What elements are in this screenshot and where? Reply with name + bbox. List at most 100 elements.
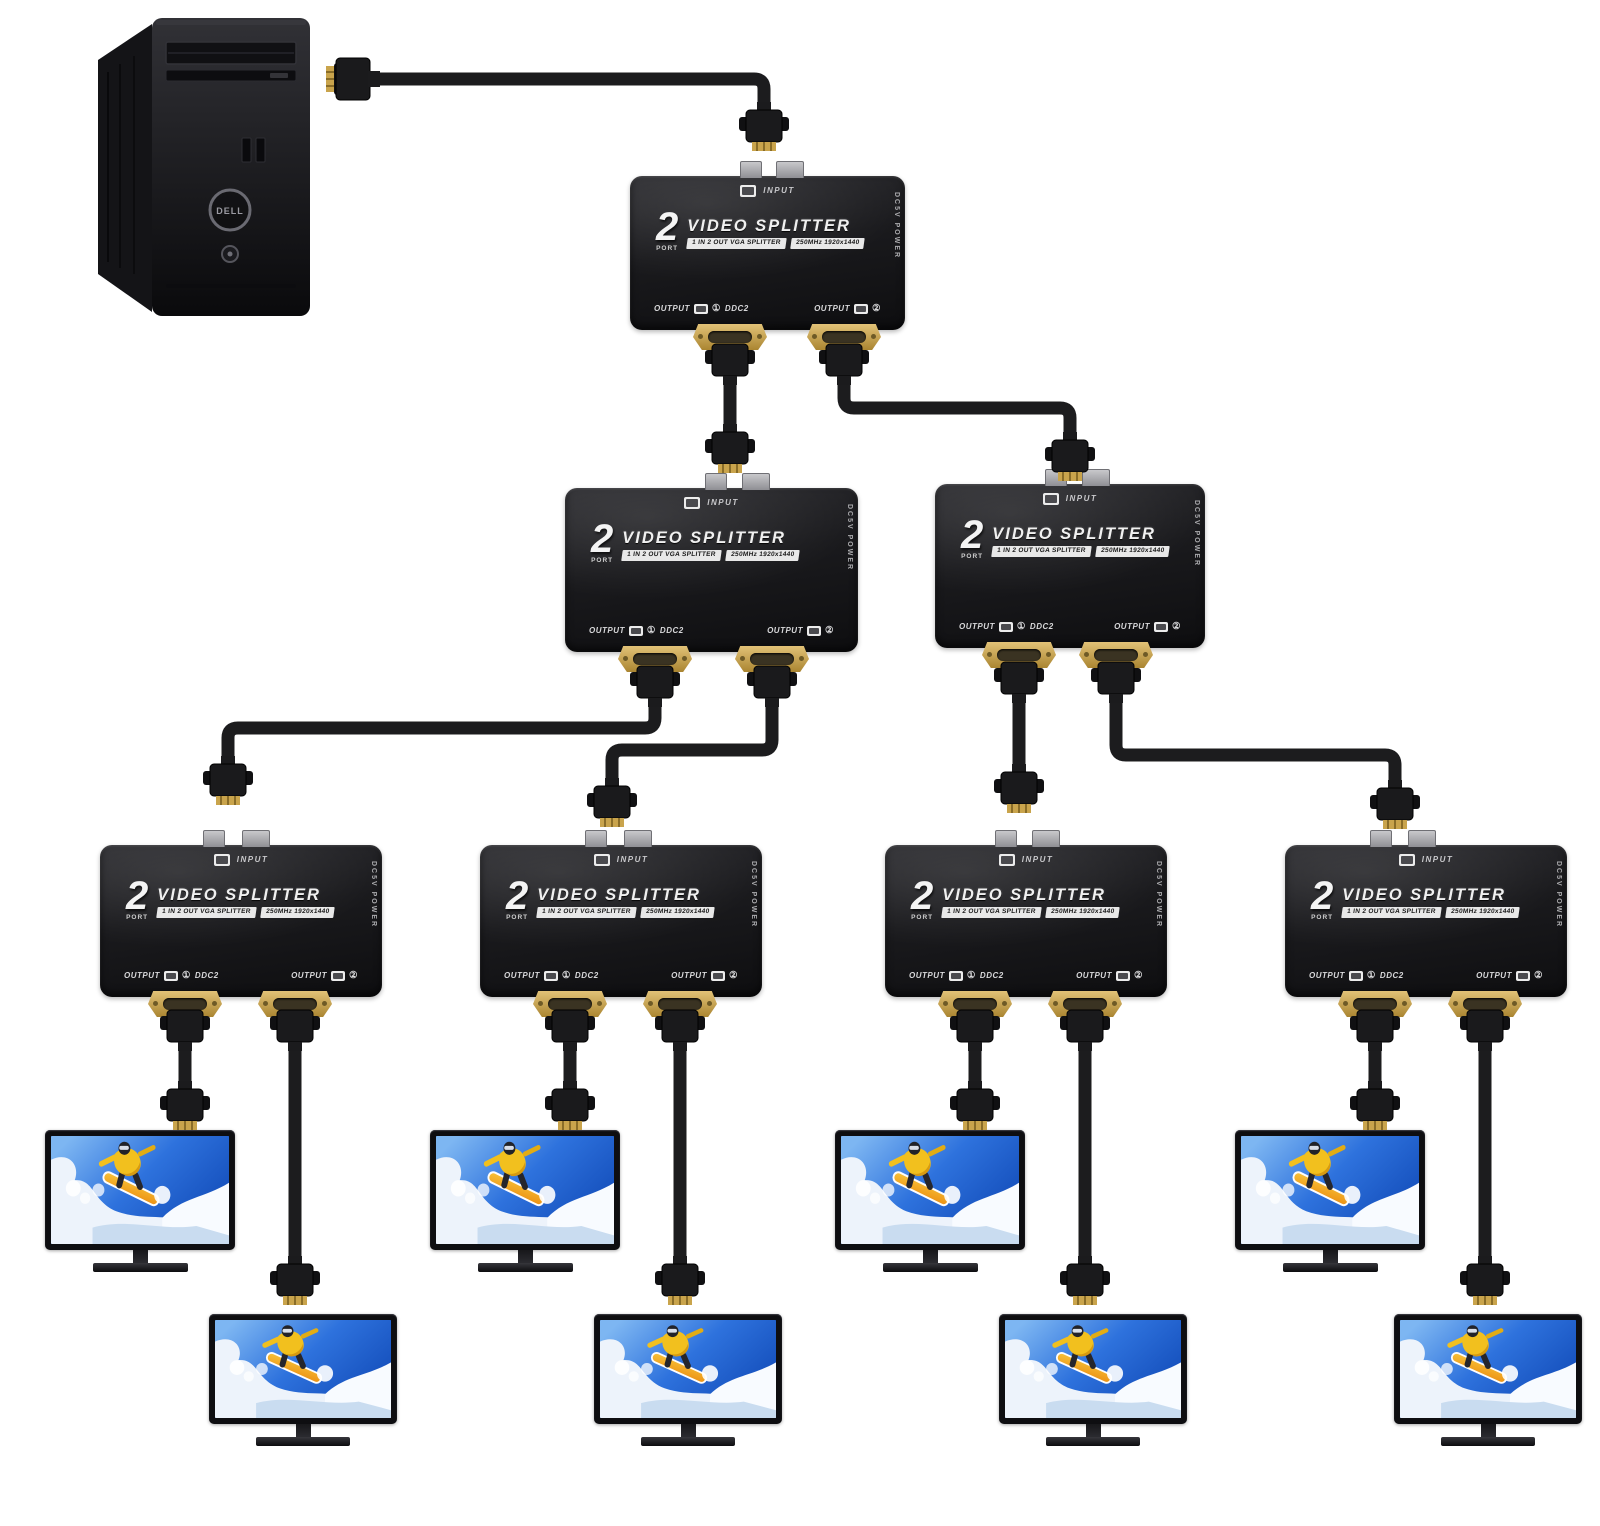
splitter-subtitle-left: 1 IN 2 OUT VGA SPLITTER (621, 549, 722, 560)
ddc-label: DDC2 (574, 971, 599, 980)
monitor-screen (1400, 1320, 1576, 1418)
monitor-screen (215, 1320, 391, 1418)
port-count-badge: 2 (911, 874, 934, 918)
vga-output-port-2 (1079, 642, 1153, 668)
splitter-title: VIDEO SPLITTER (537, 886, 701, 904)
output1-label: OUTPUT (504, 971, 540, 980)
vga-port (1032, 830, 1060, 847)
vga-output-port-2 (643, 991, 717, 1017)
vga-output-port-2 (735, 646, 809, 672)
output1-label: OUTPUT (654, 304, 690, 313)
output1-number: ① (966, 970, 976, 982)
port-count-suffix: PORT (961, 553, 984, 560)
monitor-icon (1042, 493, 1059, 505)
monitor-icon (163, 971, 178, 981)
splitter-subtitle-right: 250MHz 1920x1440 (1095, 545, 1171, 556)
monitor-icon (1398, 854, 1415, 866)
splitter-subtitle-right: 250MHz 1920x1440 (1045, 906, 1121, 917)
output2-label-group: OUTPUT ② (767, 626, 834, 636)
input-label: INPUT (1065, 494, 1098, 503)
monitor-icon (543, 971, 558, 981)
monitor-bezel (999, 1314, 1187, 1424)
vga-cable (221, 705, 662, 756)
monitor-screen (436, 1136, 614, 1244)
video-splitter: INPUT 2 PORT VIDEO SPLITTER 1 IN 2 OUT V… (885, 830, 1167, 1017)
port-count-suffix: PORT (1311, 914, 1334, 921)
output1-number: ① (711, 303, 721, 315)
output2-label-group: OUTPUT ② (1076, 971, 1143, 981)
output1-label-group: OUTPUT ① DDC2 (959, 622, 1054, 632)
vga-port (776, 161, 804, 178)
power-label: DC5V POWER (893, 192, 900, 260)
vga-cable (605, 705, 779, 778)
output2-number: ② (1133, 970, 1143, 982)
output1-label-group: OUTPUT ① DDC2 (589, 626, 684, 636)
splitter-subtitle-right: 250MHz 1920x1440 (725, 549, 801, 560)
vga-connector-icon (994, 764, 1044, 813)
splitter-title: VIDEO SPLITTER (942, 886, 1106, 904)
port-count-badge: 2 (591, 517, 614, 561)
monitor-bezel (594, 1314, 782, 1424)
monitor-icon (948, 971, 963, 981)
monitor-stand-base (882, 1263, 978, 1272)
monitor-icon (593, 854, 610, 866)
output2-label-group: OUTPUT ② (1476, 971, 1543, 981)
monitor (430, 1130, 620, 1272)
vga-port (242, 830, 270, 847)
output2-label-group: OUTPUT ② (1114, 622, 1181, 632)
ddc-label: DDC2 (1379, 971, 1404, 980)
ddc-label: DDC2 (724, 304, 749, 313)
output2-label: OUTPUT (767, 626, 803, 635)
monitor-stand-base (1282, 1263, 1378, 1272)
vga-connector-icon (747, 665, 797, 707)
input-label: INPUT (236, 855, 269, 864)
monitor-stand-neck (1322, 1250, 1338, 1263)
vga-connector-icon (1370, 780, 1420, 829)
monitor-screen (600, 1320, 776, 1418)
port-count-suffix: PORT (656, 245, 679, 252)
port-count-badge: 2 (126, 874, 149, 918)
input-label: INPUT (707, 498, 739, 507)
vga-output-port-1 (1338, 991, 1412, 1017)
monitor-icon (1115, 971, 1130, 981)
splitter-title: VIDEO SPLITTER (992, 525, 1156, 543)
monitor-stand-neck (517, 1250, 533, 1263)
port-count-suffix: PORT (126, 914, 149, 921)
monitor (1394, 1314, 1582, 1446)
output2-label-group: OUTPUT ② (671, 971, 738, 981)
output1-label-group: OUTPUT ① DDC2 (124, 971, 219, 981)
splitter-subtitle-left: 1 IN 2 OUT VGA SPLITTER (941, 906, 1042, 917)
vga-port (1408, 830, 1436, 847)
splitter-subtitle-right: 250MHz 1920x1440 (790, 237, 866, 248)
monitor-stand-neck (1480, 1424, 1496, 1437)
splitter-title: VIDEO SPLITTER (1342, 886, 1506, 904)
monitor (209, 1314, 397, 1446)
monitor-bezel (1394, 1314, 1582, 1424)
dell-logo (208, 188, 252, 232)
output2-number: ② (1171, 621, 1181, 633)
power-label: DC5V POWER (1555, 861, 1562, 929)
output2-label-group: OUTPUT ② (814, 304, 881, 314)
vga-input-port (203, 830, 225, 847)
monitor-bezel (209, 1314, 397, 1424)
monitor-icon (1348, 971, 1363, 981)
splitter-title: VIDEO SPLITTER (622, 529, 786, 547)
vga-connector-icon (739, 102, 789, 151)
output2-label: OUTPUT (291, 971, 327, 980)
monitor-icon (693, 304, 708, 314)
monitor-icon (998, 622, 1013, 632)
vga-connector-icon (705, 424, 755, 473)
output1-label: OUTPUT (909, 971, 945, 980)
monitor-icon (1153, 622, 1168, 632)
output2-label: OUTPUT (1114, 622, 1150, 631)
vga-input-port (1045, 469, 1067, 486)
output2-number: ② (728, 970, 738, 982)
monitor-screen (841, 1136, 1019, 1244)
monitor-bezel (1235, 1130, 1425, 1250)
vga-output-port-1 (982, 642, 1056, 668)
splitter-subtitle-left: 1 IN 2 OUT VGA SPLITTER (1341, 906, 1442, 917)
ddc-label: DDC2 (979, 971, 1004, 980)
port-count-badge: 2 (961, 513, 984, 557)
vga-output-port-1 (618, 646, 692, 672)
output2-label: OUTPUT (671, 971, 707, 980)
